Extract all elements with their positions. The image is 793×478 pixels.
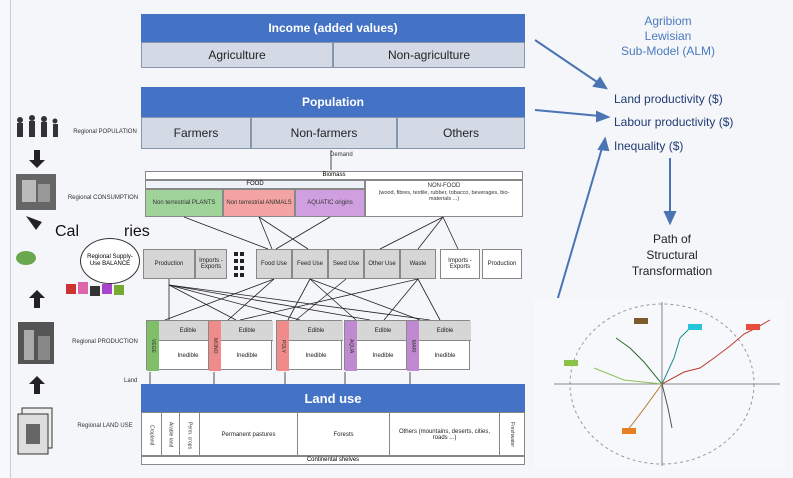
prod-code-mari: MARI <box>407 321 419 371</box>
balance-imports-exports: Imports - Exports <box>195 249 227 279</box>
prod-edible-poly: Edible <box>289 321 343 341</box>
land-arable: Arable land <box>162 413 180 457</box>
arrow-up-icon-2 <box>29 376 45 394</box>
prod-inedible-vege: Inedible <box>177 353 199 359</box>
population-header: Population <box>141 87 525 117</box>
balance-circle: Regional Supply-Use BALANCE <box>80 238 140 284</box>
balance-production: Production <box>143 249 195 279</box>
balance-feed-use: Feed Use <box>292 249 328 279</box>
arrow-up-icon-1 <box>29 290 45 308</box>
arrow-down-icon-1 <box>29 150 45 168</box>
path-title: Path of Structural Transformation <box>612 231 732 279</box>
prod-code-vege: VEGE <box>147 321 159 371</box>
plants-label: Non terrestrial PLANTS <box>152 199 216 206</box>
path-line1: Path of <box>652 232 692 246</box>
population-others: Others <box>397 117 525 149</box>
agribiom-line2: Lewisian <box>644 29 692 43</box>
labour-productivity: Labour productivity ($) <box>614 115 734 129</box>
label-regional-population: Regional POPULATION <box>73 128 137 135</box>
prod-edible-mono: Edible <box>221 321 273 341</box>
balance-seed-use: Seed Use <box>328 249 364 279</box>
aquatic-label: AQUATIC origins <box>307 199 353 206</box>
label-regional-land-use: Regional LAND USE <box>77 422 133 429</box>
prod-code-mono: MONO <box>209 321 221 371</box>
land-forests: Forests <box>298 413 390 457</box>
calories-left-text: Cal <box>55 223 80 240</box>
land-continental-shelves: Continental shelves <box>141 456 525 465</box>
path-line3: Transformation <box>631 264 713 278</box>
prod-inedible-poly: Inedible <box>305 353 327 359</box>
animals-label: Non terrestrial ANIMALS <box>226 199 292 206</box>
income-nonagriculture: Non-agriculture <box>333 42 525 68</box>
leaf-icon <box>16 251 36 265</box>
arrow-diag-icon <box>26 216 42 230</box>
prod-edible-mari: Edible <box>419 321 471 341</box>
prod-code-aqua: AQUA <box>345 321 357 371</box>
prod-code-poly: POLY <box>277 321 289 371</box>
agribiom-line3: Sub-Model (ALM) <box>620 44 716 58</box>
income-header: Income (added values) <box>141 14 525 42</box>
structural-path-chart <box>534 298 786 470</box>
population-nonfarmers: Non-farmers <box>251 117 397 149</box>
land-productivity: Land productivity ($) <box>614 92 723 106</box>
animals-cell: Non terrestrial ANIMALS <box>223 189 295 217</box>
food-bar: FOOD <box>145 180 365 189</box>
prod-block-poly: POLY Edible Inedible <box>276 320 343 371</box>
demand-label: Demand <box>330 152 353 158</box>
aquatic-cell: AQUATIC origins <box>295 189 365 217</box>
people-icon <box>17 115 58 137</box>
prod-block-mari: MARI Edible Inedible <box>406 320 471 371</box>
inequality: Inequality ($) <box>614 139 684 153</box>
plants-cell: Non terrestrial PLANTS <box>145 189 223 217</box>
nonfood-title: NON-FOOD <box>427 183 461 189</box>
land-use-table: Cropland Arable land Perm. crops Permane… <box>141 412 525 457</box>
prod-block-aqua: AQUA Edible Inedible <box>344 320 409 371</box>
balance-production-2: Production <box>482 249 522 279</box>
income-agriculture: Agriculture <box>141 42 333 68</box>
balance-imports-exports-2: Imports - Exports <box>440 249 480 279</box>
label-regional-consumption: Regional CONSUMPTION <box>67 194 139 201</box>
prod-edible-aqua: Edible <box>357 321 409 341</box>
land-left-label: Land <box>124 378 138 384</box>
agribiom-title: Agribiom Lewisian Sub-Model (ALM) <box>598 14 738 59</box>
biomass-bar: Biomass <box>145 171 523 180</box>
prod-edible-vege: Edible <box>159 321 217 341</box>
prod-inedible-mono: Inedible <box>236 353 258 359</box>
left-icons-column <box>16 115 58 455</box>
calories-right-text: ries <box>124 223 150 240</box>
food-icons-row <box>66 282 124 296</box>
agribiom-line1: Agribiom <box>644 14 692 28</box>
land-others: Others (mountains, deserts, cities, road… <box>390 413 500 457</box>
balance-other-use: Other Use <box>364 249 400 279</box>
prod-inedible-aqua: Inedible <box>372 353 394 359</box>
balance-food-use: Food Use <box>256 249 292 279</box>
land-pastures: Permanent pastures <box>200 413 298 457</box>
prod-block-vege: VEGE Edible Inedible <box>146 320 217 371</box>
balance-equals-icon <box>234 252 244 277</box>
land-cropland: Cropland <box>142 413 162 457</box>
population-farmers: Farmers <box>141 117 251 149</box>
path-line2: Structural <box>646 248 698 262</box>
nonfood-detail: (wood, fibres, textile, rubber, tobacco,… <box>378 190 510 202</box>
nonfood-cell: NON-FOOD (wood, fibres, textile, rubber,… <box>365 180 523 217</box>
land-use-header: Land use <box>141 384 525 412</box>
label-regional-production: Regional PRODUCTION <box>72 338 138 345</box>
balance-waste: Waste <box>400 249 436 279</box>
production-area: VEGE Edible Inedible MONO Edible Inedibl… <box>146 320 526 371</box>
prod-block-mono: MONO Edible Inedible <box>208 320 273 371</box>
prod-inedible-mari: Inedible <box>434 353 456 359</box>
land-perm-crops: Perm. crops <box>180 413 200 457</box>
land-freshwater: Freshwater <box>509 422 515 448</box>
